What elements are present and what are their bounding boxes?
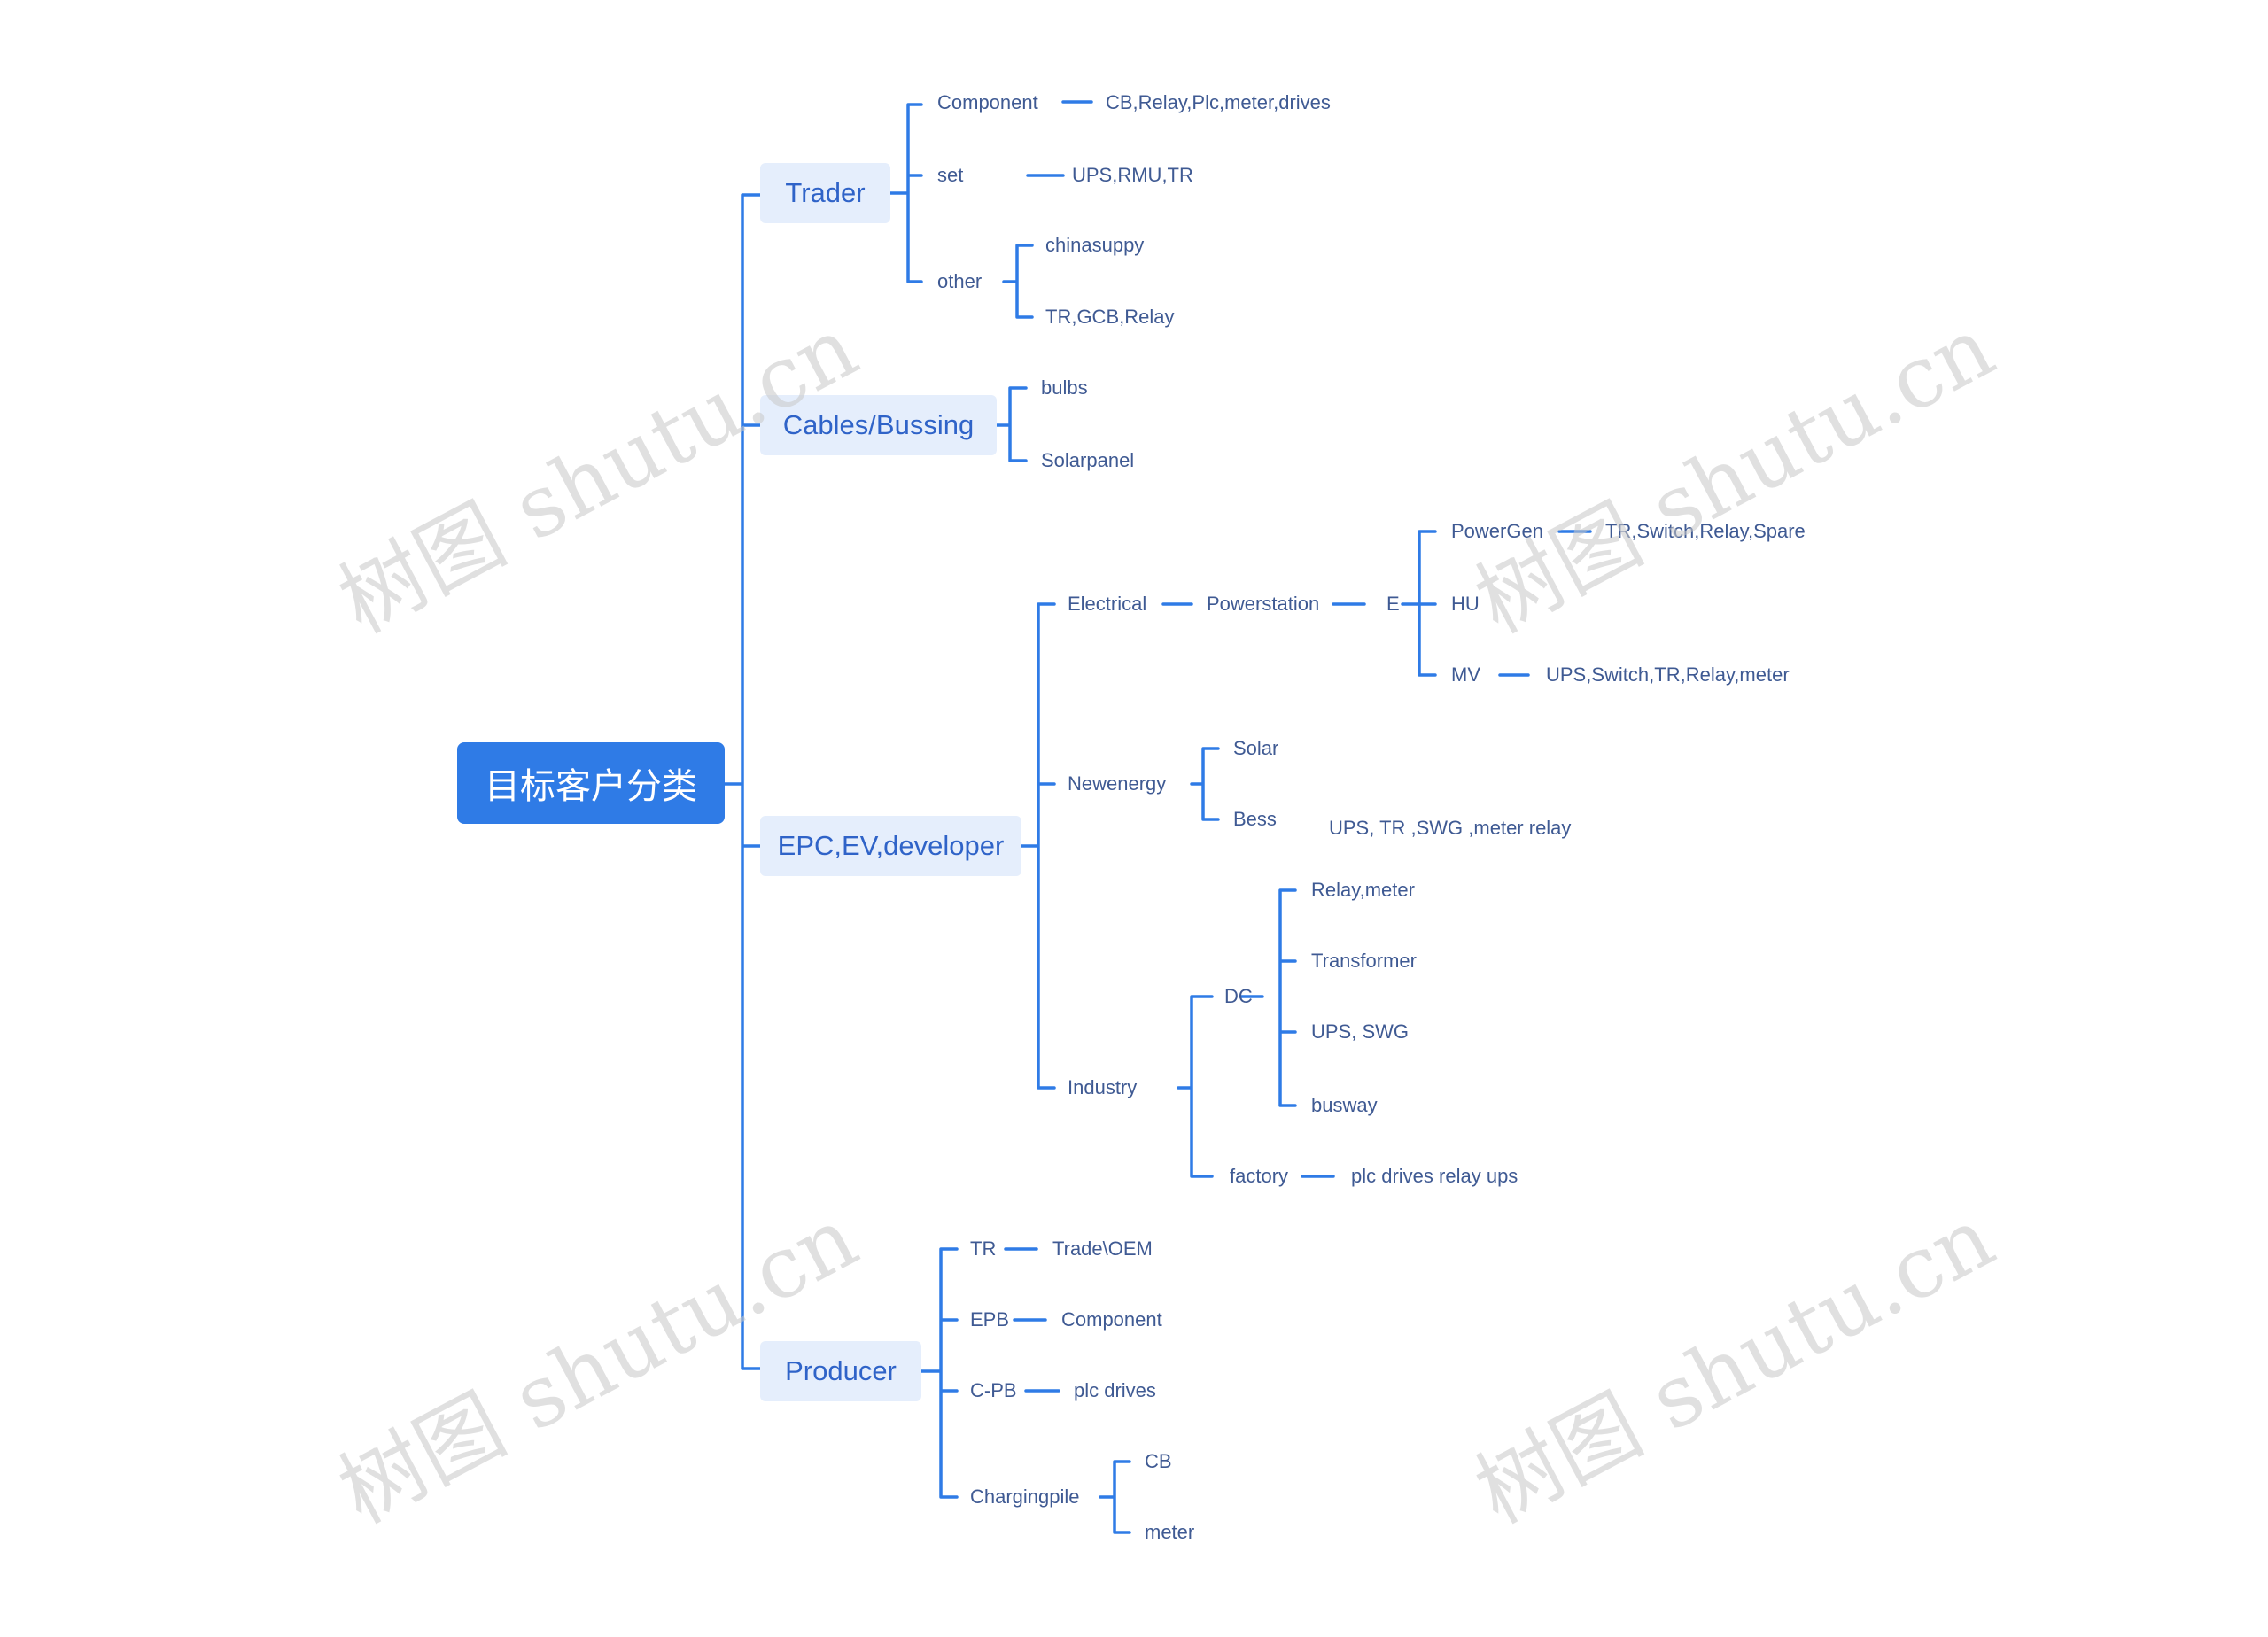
node-hu[interactable]: HU <box>1451 593 1480 615</box>
node-powergen[interactable]: PowerGen <box>1451 520 1543 542</box>
node-epb-component[interactable]: Component <box>1061 1308 1162 1331</box>
connector-epc <box>1020 530 1592 1178</box>
node-other[interactable]: other <box>937 270 983 292</box>
node-factory[interactable]: factory <box>1230 1165 1289 1187</box>
node-solarpanel[interactable]: Solarpanel <box>1041 449 1135 471</box>
node-chinasuppy[interactable]: chinasuppy <box>1045 234 1145 256</box>
connector-trader <box>889 100 1093 319</box>
node-tr-gcb-relay[interactable]: TR,GCB,Relay <box>1045 306 1175 328</box>
node-factory-items[interactable]: plc drives relay ups <box>1351 1165 1518 1187</box>
branch-trader[interactable]: Trader <box>760 163 890 223</box>
node-c-pb[interactable]: C-PB <box>970 1379 1017 1401</box>
node-plc-drives[interactable]: plc drives <box>1074 1379 1156 1401</box>
node-transformer[interactable]: Transformer <box>1311 950 1417 972</box>
node-mv[interactable]: MV <box>1451 663 1480 686</box>
root-node[interactable]: 目标客户分类 <box>457 742 725 824</box>
node-meter[interactable]: meter <box>1145 1521 1195 1543</box>
node-solar[interactable]: Solar <box>1233 737 1279 759</box>
branch-cables-bussing[interactable]: Cables/Bussing <box>760 395 997 455</box>
node-electrical[interactable]: Electrical <box>1068 593 1147 615</box>
node-relay-meter[interactable]: Relay,meter <box>1311 879 1415 901</box>
node-dc[interactable]: DC <box>1224 985 1253 1007</box>
node-set[interactable]: set <box>937 164 964 186</box>
node-component-items[interactable]: CB,Relay,Plc,meter,drives <box>1106 91 1331 113</box>
connector-cables <box>995 386 1028 462</box>
node-bess[interactable]: Bess <box>1233 808 1277 830</box>
node-trade-oem[interactable]: Trade\OEM <box>1052 1237 1153 1260</box>
connector-producer <box>920 1247 1131 1534</box>
node-epb[interactable]: EPB <box>970 1308 1010 1331</box>
node-e[interactable]: E <box>1386 593 1400 615</box>
node-ups-swg[interactable]: UPS, SWG <box>1311 1020 1410 1043</box>
node-mv-items[interactable]: UPS,Switch,TR,Relay,meter <box>1546 663 1790 686</box>
node-powergen-items[interactable]: TR,Switch,Relay,Spare <box>1605 520 1806 542</box>
node-powerstation[interactable]: Powerstation <box>1207 593 1320 615</box>
node-bess-items[interactable]: UPS, TR ,SWG ,meter relay <box>1329 817 1572 839</box>
node-tr[interactable]: TR <box>970 1237 997 1260</box>
node-industry[interactable]: Industry <box>1068 1076 1138 1098</box>
node-busway[interactable]: busway <box>1311 1094 1378 1116</box>
branch-producer[interactable]: Producer <box>760 1341 921 1401</box>
node-cb[interactable]: CB <box>1145 1450 1172 1472</box>
connector-root-branches <box>723 193 762 1370</box>
node-chargingpile[interactable]: Chargingpile <box>970 1486 1080 1508</box>
node-newenergy[interactable]: Newenergy <box>1068 772 1167 795</box>
node-component[interactable]: Component <box>937 91 1038 113</box>
branch-epc-ev-developer[interactable]: EPC,EV,developer <box>760 816 1021 876</box>
node-bulbs[interactable]: bulbs <box>1041 376 1088 399</box>
node-set-items[interactable]: UPS,RMU,TR <box>1072 164 1193 186</box>
